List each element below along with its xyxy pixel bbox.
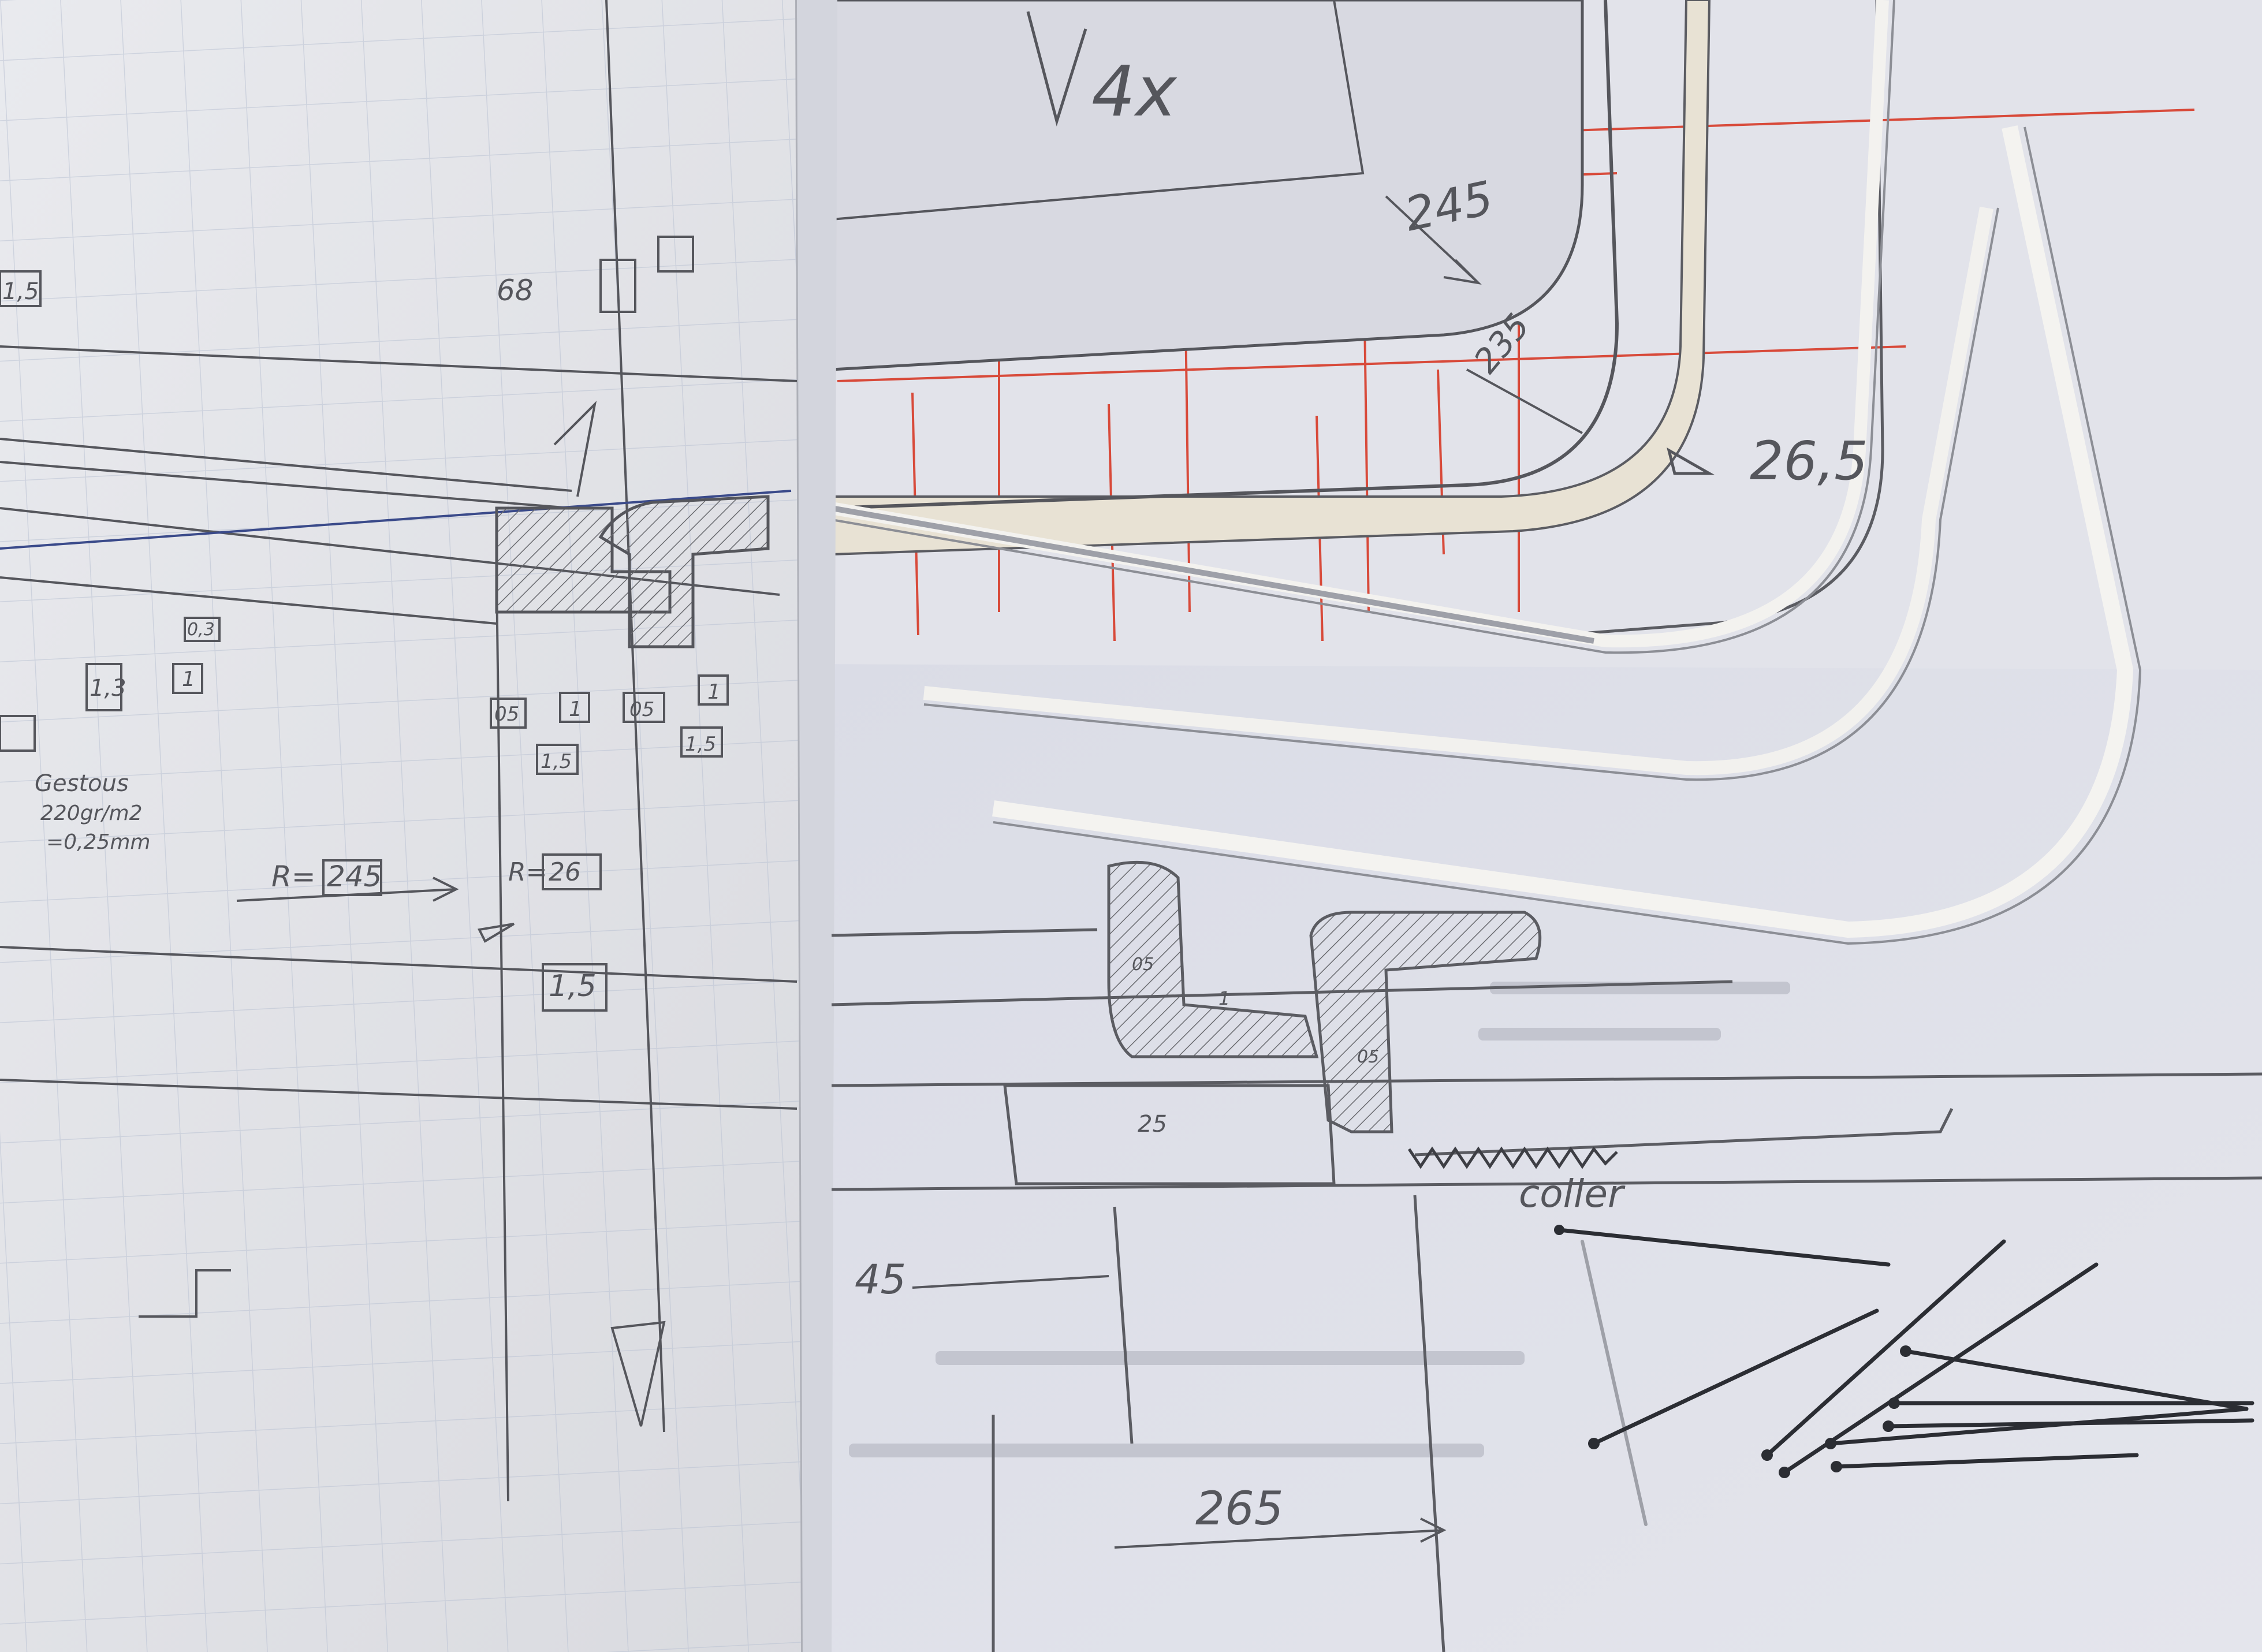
dim-15: 1,5 [2,278,39,305]
radius-arrow-2 [478,923,515,943]
plastic-strip-3-shadow [993,126,2142,945]
dim-15-low: 1,5 [549,969,597,1004]
dim-15b: 1,5 [541,750,572,773]
dim-05-section-2: 05 [1357,1047,1379,1067]
multiplier-label: 4x [1091,52,1177,132]
plastic-strip-2 [923,206,1993,775]
arrow-down-4x [1026,11,1087,127]
radius-265-arrow [1667,447,1715,475]
template-shape-upper [830,0,1584,371]
note-line-2: 220gr/m2 [40,801,142,825]
metal-rod [831,505,1594,644]
dim-45: 45 [855,1256,906,1303]
plastic-strip-1-shadow [831,0,1895,654]
radius-r-label-2: R= [508,857,547,887]
coller-label: coller [1519,1172,1626,1216]
dim-265-arrow [1114,1517,1447,1549]
note-line-1: Gestous [35,770,129,797]
dim-265-bottom: 265 [1195,1482,1284,1535]
sewing-pins [1557,1228,2254,1526]
radius-value-245: 245 [327,860,382,893]
glue-zigzag [1407,1146,1618,1169]
dim-05b: 05 [629,698,654,721]
radius-265-label: 26,5 [1750,430,1868,492]
profile-section-right [598,495,770,648]
radius-245-arrow [1385,195,1482,285]
plastic-strip-1 [830,0,1889,648]
template-inner-line [831,0,1365,221]
dim-05-section: 05 [1132,954,1154,975]
left-pencil-sketch [0,0,798,1502]
dim-25: 25 [1138,1111,1167,1138]
radius-235-arrow [1466,368,1583,434]
dim-1-section: 1 [1218,987,1230,1009]
cross-section-sketch [831,860,2262,1652]
dim-1b: 1 [569,698,582,721]
folded-strip [797,0,837,1652]
radius-r-label-1: R= [271,860,316,893]
dim-1a: 1 [182,667,195,691]
note-line-3: =0,25mm [46,830,150,854]
curved-paper-profile [830,0,1711,556]
radius-arrow-1 [236,877,459,902]
dim-1c: 1 [707,680,721,704]
blue-ink-line [0,490,792,550]
dim-13: 1,3 [90,675,126,702]
plastic-strip-2-shadow [923,207,1999,781]
pin-heads [1554,1225,1911,1478]
dim-68: 68 [497,274,534,307]
dim-45-arrow [912,1275,1109,1289]
dim-03: 0,3 [187,620,215,640]
dimension-boxes [0,236,729,1012]
plastic-strip-3 [992,125,2134,938]
dim-15c: 1,5 [685,733,716,756]
curved-paper-edge [831,0,1619,510]
radius-value-26: 26 [549,857,581,887]
left-paper-grid [0,0,808,1652]
dim-05a: 05 [494,703,519,726]
